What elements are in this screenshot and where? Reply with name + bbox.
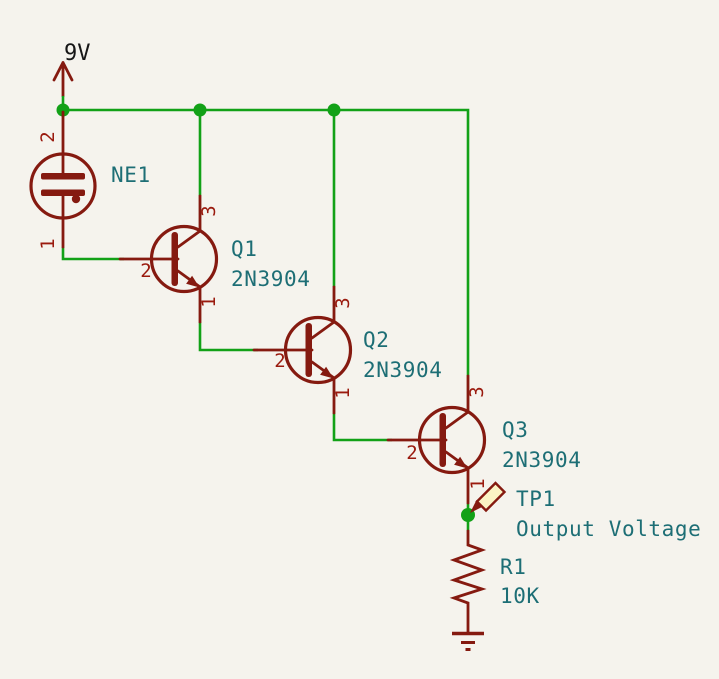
- ne1-electrode-bottom: [41, 189, 85, 196]
- q2-collector: [310, 285, 336, 340]
- probe-body-icon: [475, 481, 507, 513]
- q2-base-bar: [305, 323, 312, 377]
- ne1-pin-number-1: 1: [37, 238, 59, 249]
- q2-emitter: [310, 360, 336, 415]
- transistor-q1[interactable]: 3 2 1 Q1 2N3904: [118, 194, 310, 324]
- net-label-9v[interactable]: 9V: [64, 41, 91, 66]
- ne1-gas-dot-icon: [71, 194, 81, 204]
- q3-pin-number-2: 2: [406, 442, 417, 464]
- q1-collector: [176, 194, 202, 249]
- transistor-q3[interactable]: 3 2 1 Q3 2N3904: [386, 374, 581, 505]
- resistor-r1[interactable]: R1 10K: [449, 529, 540, 635]
- tp1-reference-label[interactable]: TP1: [516, 487, 556, 511]
- q1-emitter: [176, 269, 202, 324]
- power-symbol-9v[interactable]: 9V: [52, 41, 91, 98]
- wires: [56, 96, 475, 531]
- tp1-value-label[interactable]: Output Voltage: [516, 517, 701, 541]
- q2-pin-number-2: 2: [274, 350, 285, 372]
- wire-q2-emitter-to-q3-base[interactable]: [332, 413, 392, 442]
- r1-reference-label[interactable]: R1: [500, 555, 527, 579]
- neon-lamp-ne1[interactable]: 2 1 NE1: [29, 110, 151, 250]
- q2-value-label[interactable]: 2N3904: [363, 358, 442, 382]
- ne1-pin-number-2: 2: [37, 131, 59, 142]
- q2-pin-number-1: 1: [332, 387, 354, 398]
- r1-zigzag-icon: [449, 529, 487, 635]
- wire-ne1-to-q1-base[interactable]: [61, 247, 124, 261]
- q1-base-bar: [171, 232, 178, 286]
- wire-top-rail[interactable]: [63, 108, 470, 376]
- probe-tip-icon: [470, 500, 483, 513]
- q3-pin-number-1: 1: [467, 478, 489, 489]
- r1-value-label[interactable]: 10K: [500, 584, 540, 608]
- q3-reference-label[interactable]: Q3: [502, 418, 529, 442]
- q2-emitter-arrow-icon: [320, 366, 334, 379]
- power-arrow-icon: [52, 61, 74, 98]
- junction-dot[interactable]: [56, 103, 70, 117]
- q3-collector: [444, 374, 470, 430]
- q3-value-label[interactable]: 2N3904: [502, 448, 581, 472]
- q1-pin-number-3: 3: [198, 205, 220, 216]
- q3-emitter: [444, 450, 470, 505]
- q1-emitter-arrow-icon: [186, 275, 200, 288]
- testpoint-tp1[interactable]: TP1 Output Voltage: [470, 481, 701, 541]
- ne1-reference-label[interactable]: NE1: [111, 163, 151, 187]
- ne1-electrode-top: [41, 173, 85, 180]
- junction-dot[interactable]: [193, 103, 207, 117]
- q3-emitter-arrow-icon: [454, 456, 468, 469]
- q1-reference-label[interactable]: Q1: [231, 237, 258, 261]
- q3-base-bar: [439, 413, 446, 467]
- q2-reference-label[interactable]: Q2: [363, 328, 390, 352]
- transistor-q2[interactable]: 3 2 1 Q2 2N3904: [252, 285, 442, 415]
- junction-dot[interactable]: [327, 103, 341, 117]
- q1-value-label[interactable]: 2N3904: [231, 267, 310, 291]
- ground-symbol[interactable]: [452, 631, 484, 651]
- wire-q1-emitter-to-q2-base[interactable]: [198, 322, 258, 352]
- q2-pin-number-3: 3: [332, 297, 354, 308]
- q1-pin-number-1: 1: [198, 296, 220, 307]
- q3-pin-number-3: 3: [466, 386, 488, 397]
- q1-pin-number-2: 2: [140, 260, 151, 282]
